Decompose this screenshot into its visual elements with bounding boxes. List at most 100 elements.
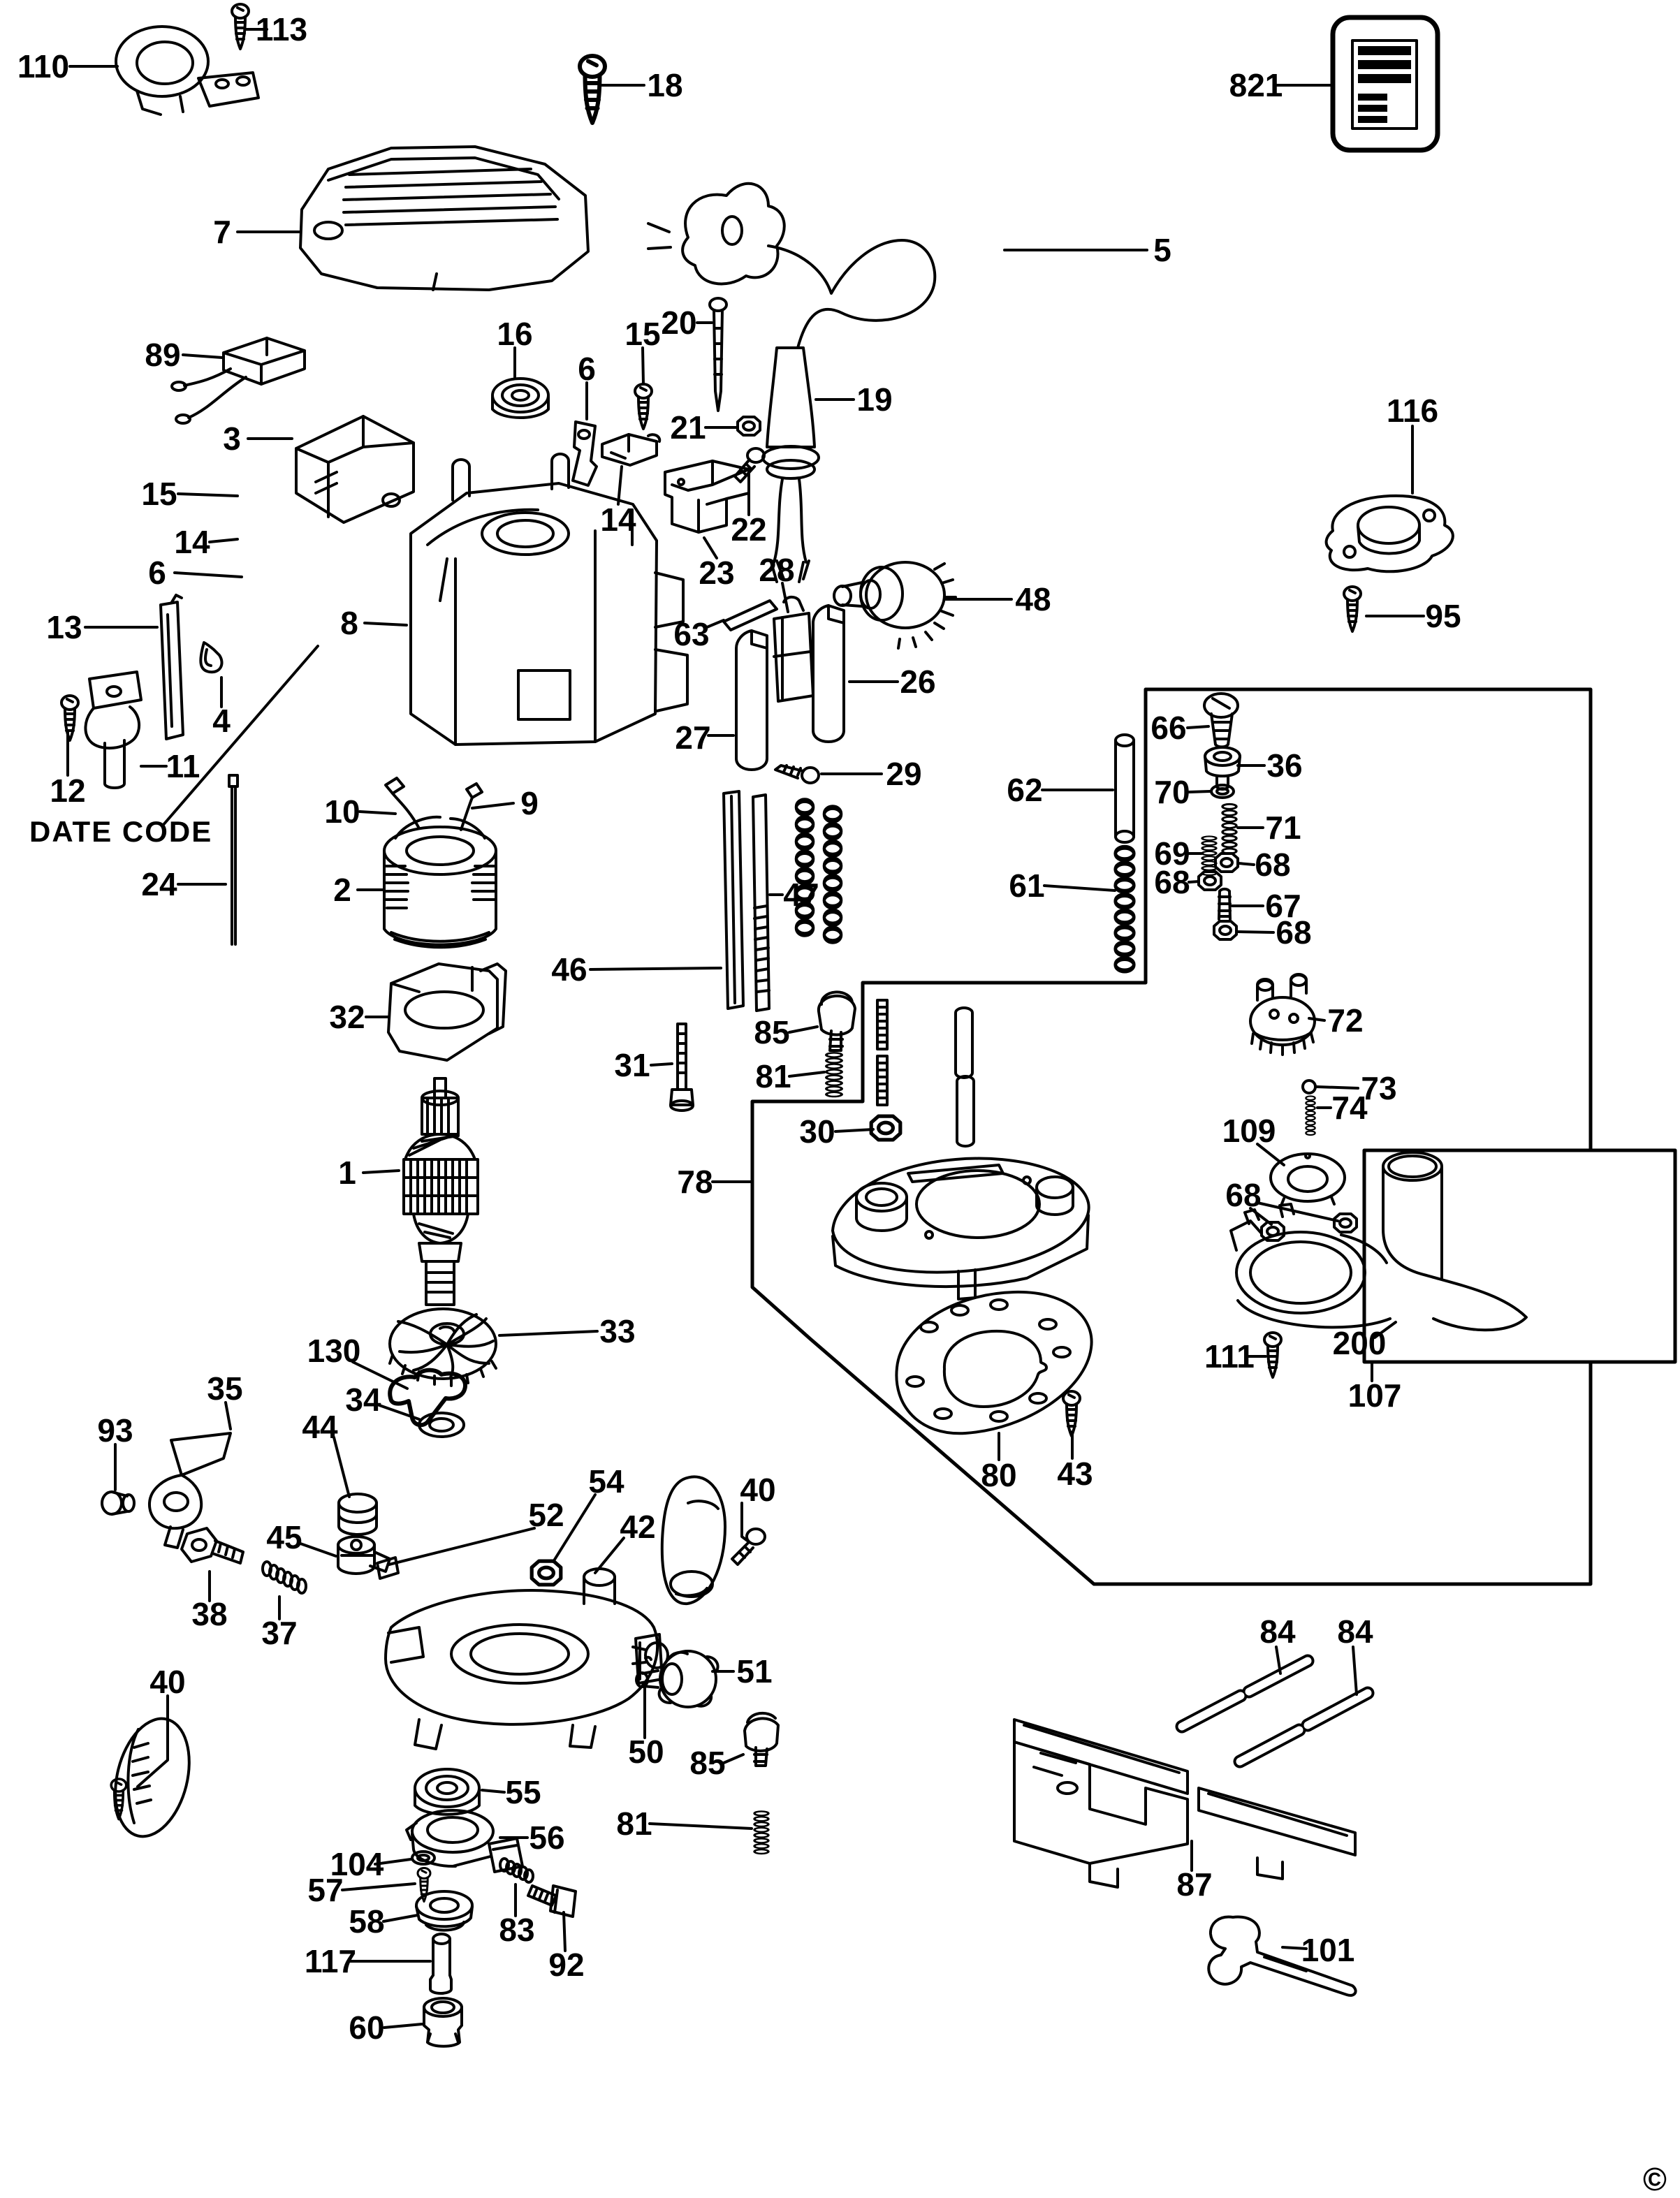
callout-5: 5 [1153, 232, 1171, 268]
callout-1: 1 [338, 1155, 356, 1191]
part-24-pin [228, 774, 239, 946]
callout-85: 85 [754, 1014, 789, 1050]
part-32-bearing-cover [387, 962, 507, 1062]
callout-68: 68 [1154, 864, 1190, 900]
callout-95: 95 [1425, 598, 1461, 634]
part-80-gasket [895, 1290, 1093, 1435]
part-brush-springs [796, 800, 841, 942]
part-6-brush-lever-mid [571, 420, 598, 487]
callout-7: 7 [213, 214, 231, 250]
part-14-clamp-mid [601, 433, 662, 467]
callout-22: 22 [731, 511, 766, 548]
callout-60: 60 [349, 2009, 384, 2046]
part-68-nut-e [1333, 1212, 1358, 1233]
part-3-switch [295, 415, 415, 524]
part-70-washer [1210, 784, 1235, 799]
callout-109: 109 [1222, 1113, 1276, 1149]
callout-67: 67 [1265, 888, 1301, 924]
part-110-guide-bracket [115, 25, 260, 116]
callout-200: 200 [1333, 1325, 1387, 1361]
part-37-spring [261, 1560, 307, 1595]
callout-47: 47 [783, 877, 819, 913]
callout-110: 110 [17, 48, 69, 85]
callout-55: 55 [505, 1774, 541, 1810]
part-85-knob-bolt [817, 990, 856, 1052]
callout-58: 58 [349, 1903, 384, 1940]
callout-19: 19 [856, 381, 892, 418]
callout-85: 85 [689, 1745, 725, 1781]
part-40-screw-right [731, 1527, 766, 1566]
callout-48: 48 [1015, 581, 1051, 617]
callout-24: 24 [141, 866, 177, 902]
part-821-nameplate [1330, 15, 1440, 153]
part-51-clamp-knob [635, 1650, 720, 1708]
callout-29: 29 [886, 756, 921, 792]
callout-71: 71 [1265, 809, 1301, 846]
part-35-clamp-lever [147, 1432, 232, 1549]
part-68-nut-a [1214, 852, 1239, 873]
part-34-washer [418, 1412, 465, 1438]
callout-38: 38 [191, 1596, 227, 1632]
callout-2: 2 [333, 872, 351, 908]
callout-35: 35 [207, 1370, 242, 1407]
callout-14: 14 [600, 501, 636, 538]
part-116-flange [1324, 494, 1454, 573]
callout-33: 33 [599, 1313, 635, 1349]
callout-93: 93 [97, 1412, 133, 1449]
part-42-base-body [384, 1567, 669, 1750]
part-23-bracket [664, 460, 750, 534]
part-5-power-cord [647, 182, 937, 349]
part-40-deflector-right [660, 1475, 726, 1606]
part-200-dust-shroud [1229, 1151, 1528, 1332]
callout-43: 43 [1057, 1456, 1093, 1492]
part-46-felt-strip [722, 790, 745, 1010]
part-92-square-head-bolt [527, 1884, 577, 1918]
part-21-nut [736, 416, 761, 437]
callout-18: 18 [647, 67, 682, 103]
part-4-hook [199, 641, 224, 674]
part-1-armature [402, 1077, 479, 1306]
part-40-deflector-left [114, 1717, 191, 1838]
part-11-depth-stop [84, 671, 143, 789]
part-101-wrench [1207, 1915, 1357, 1997]
part-50-plate [634, 1633, 664, 1685]
callout-84: 84 [1259, 1613, 1296, 1650]
callout-23: 23 [699, 555, 734, 591]
callout-40: 40 [740, 1472, 775, 1508]
callout-54: 54 [588, 1463, 624, 1500]
callout-34: 34 [345, 1382, 381, 1418]
part-13-strip [159, 594, 184, 740]
callout-72: 72 [1327, 1002, 1363, 1039]
part-30-nut [871, 1116, 900, 1140]
callout-9: 9 [520, 785, 539, 821]
part-109-seal-ring [1269, 1152, 1346, 1207]
callout-92: 92 [548, 1947, 584, 1983]
callout-83: 83 [499, 1912, 534, 1948]
part-38-bolt [180, 1527, 244, 1565]
part-74-spring [1305, 1095, 1316, 1136]
part-81-spring [825, 1051, 843, 1098]
callout-69: 69 [1154, 835, 1190, 872]
part-15-screw-mid [634, 383, 653, 430]
callout-6: 6 [148, 555, 166, 591]
callout-26: 26 [900, 664, 935, 700]
callout-15: 15 [624, 316, 660, 352]
part-26-brush-tube [812, 604, 845, 743]
part-28-brush-holder [773, 595, 815, 703]
part-47-spring-strip [752, 793, 770, 1012]
callout-6: 6 [578, 351, 596, 387]
part-104-washer [411, 1850, 436, 1866]
callout-36: 36 [1266, 747, 1302, 784]
callout-80: 80 [981, 1457, 1016, 1493]
part-studs-and-pins [876, 999, 975, 1148]
part-12-screw [60, 694, 80, 742]
callout-12: 12 [50, 772, 85, 809]
callout-56: 56 [529, 1819, 564, 1856]
callout-13: 13 [46, 609, 82, 645]
callout-46: 46 [551, 951, 587, 988]
callout-44: 44 [302, 1409, 338, 1445]
callout-66: 66 [1151, 710, 1186, 746]
callout-51: 51 [736, 1653, 772, 1690]
part-29-screw [774, 764, 820, 784]
